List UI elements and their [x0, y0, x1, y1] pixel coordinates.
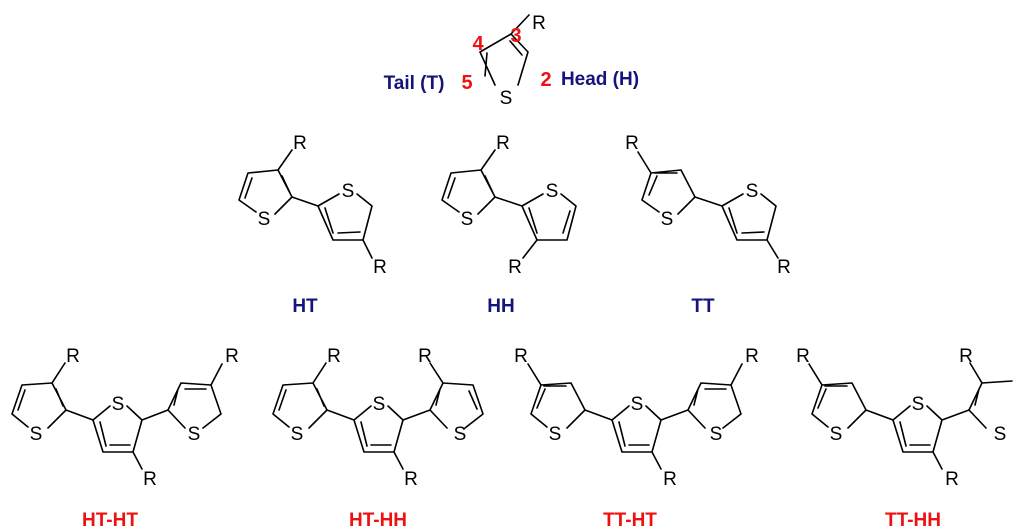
triad-tt-hh-label: TT-HH [885, 510, 941, 530]
r-group: R [508, 257, 522, 278]
triad-tt-hh: S S S R R R TT-HH [796, 346, 1013, 530]
sulfur-atom: S [258, 209, 271, 230]
sulfur-atom: S [461, 209, 474, 230]
sulfur-atom: S [188, 424, 201, 445]
monomer-sulfur-atom: S [500, 88, 513, 109]
sulfur-atom: S [112, 394, 125, 415]
dyad-ht-bonds [238, 149, 373, 259]
sulfur-atom: S [546, 181, 559, 202]
triad-ht-hh: S S S R R R HT-HH [272, 346, 484, 530]
r-group: R [66, 346, 80, 367]
triad-ht-hh-label: HT-HH [349, 510, 407, 530]
sulfur-atom: S [631, 394, 644, 415]
triad-tt-hh-bonds [808, 362, 1013, 470]
position-2-label: 2 [540, 69, 551, 91]
position-4-label: 4 [472, 33, 484, 55]
dyad-tt-label: TT [691, 296, 715, 317]
r-group: R [293, 133, 307, 154]
r-group: R [777, 257, 791, 278]
sulfur-atom: S [661, 209, 674, 230]
dyad-tt-bonds [637, 151, 779, 259]
dyad-hh-label: HH [487, 296, 514, 317]
triad-tt-ht-label: TT-HT [603, 510, 657, 530]
triad-ht-ht-bonds [11, 362, 223, 470]
r-group: R [327, 346, 341, 367]
r-group: R [625, 133, 639, 154]
sulfur-atom: S [912, 394, 925, 415]
monomer-thiophene: S R 2 3 4 5 Tail (T) Head (H) [384, 13, 639, 109]
r-group: R [514, 346, 528, 367]
sulfur-atom: S [291, 424, 304, 445]
r-group: R [959, 346, 973, 367]
r-group: R [418, 346, 432, 367]
r-group: R [663, 469, 677, 490]
triad-ht-ht-label: HT-HT [82, 510, 138, 530]
dyad-tt: S S R R TT [625, 133, 791, 317]
sulfur-atom: S [30, 424, 43, 445]
position-5-label: 5 [461, 72, 472, 94]
sulfur-atom: S [746, 181, 759, 202]
sulfur-atom: S [342, 181, 355, 202]
sulfur-atom: S [830, 424, 843, 445]
sulfur-atom: S [994, 424, 1007, 445]
dyad-ht-label: HT [292, 296, 318, 317]
r-group: R [796, 346, 810, 367]
r-group: R [404, 469, 418, 490]
triad-tt-ht-bonds [527, 363, 743, 470]
monomer-r-group: R [532, 13, 546, 34]
sulfur-atom: S [549, 424, 562, 445]
dyad-hh: S S R R HH [441, 133, 577, 317]
dyad-hh-bonds [441, 149, 577, 259]
r-group: R [496, 133, 510, 154]
sulfur-atom: S [710, 424, 723, 445]
sulfur-atom: S [373, 394, 386, 415]
monomer-ring-bonds [479, 14, 530, 86]
tail-label: Tail (T) [384, 73, 445, 94]
dyad-ht: S S R R HT [238, 133, 387, 317]
r-group: R [143, 469, 157, 490]
r-group: R [745, 346, 759, 367]
position-3-label: 3 [510, 25, 521, 47]
head-label: Head (H) [561, 69, 639, 90]
triad-ht-ht: S S S R R R HT-HT [11, 346, 239, 530]
r-group: R [373, 257, 387, 278]
sulfur-atom: S [454, 424, 467, 445]
triad-ht-hh-bonds [272, 362, 484, 470]
r-group: R [225, 346, 239, 367]
r-group: R [945, 469, 959, 490]
triad-tt-ht: S S S R R R TT-HT [514, 346, 759, 530]
